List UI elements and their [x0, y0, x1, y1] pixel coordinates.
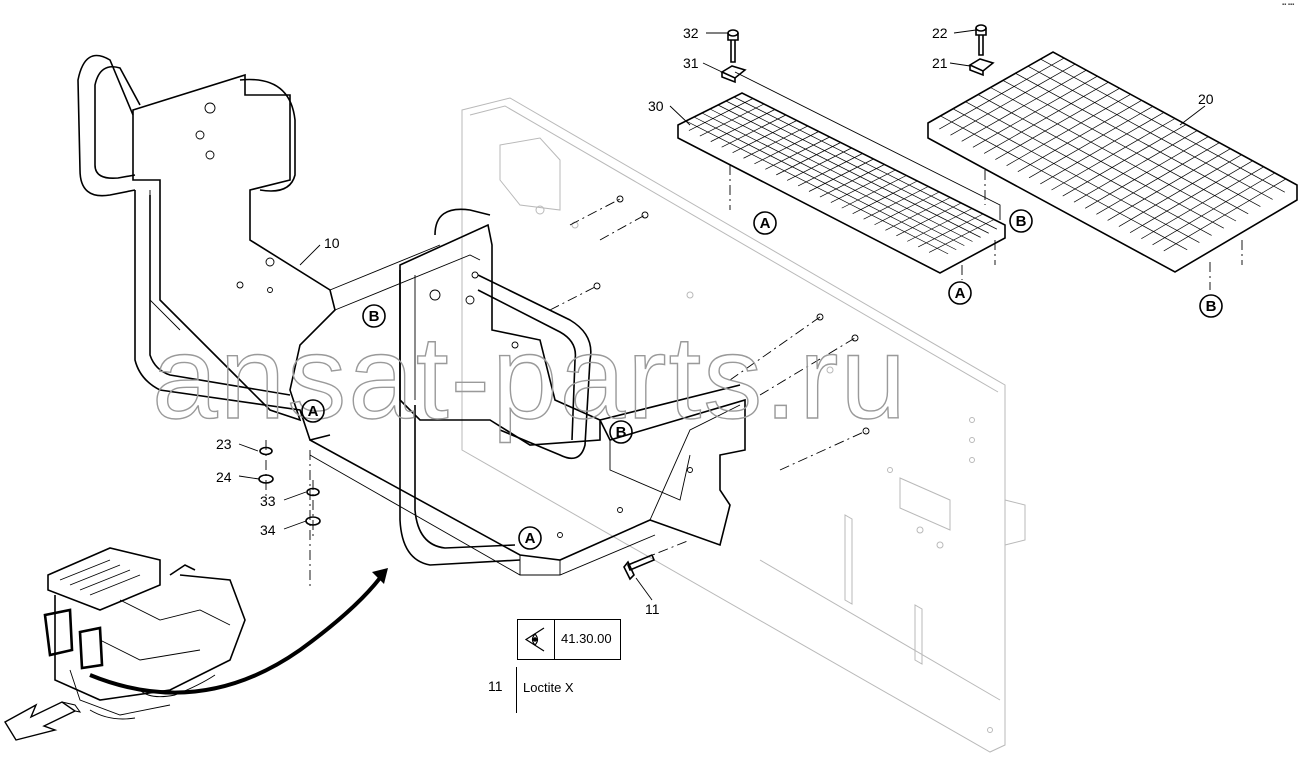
part-label-24: 24 [216, 469, 232, 485]
part-label-34: 34 [260, 522, 276, 538]
reference-markers: A A A A B B B B [301, 209, 1223, 550]
grating-20 [927, 51, 1298, 290]
eye-icon [518, 620, 555, 659]
svg-text:B: B [369, 308, 380, 325]
svg-text:A: A [525, 530, 536, 547]
part-label-21: 21 [932, 55, 948, 71]
center-frame [309, 384, 746, 590]
part-label-20: 20 [1198, 91, 1214, 107]
part-labels: 32 31 30 22 21 20 10 23 24 33 34 11 [216, 25, 1214, 617]
loctite-note: Loctite X [523, 680, 574, 695]
view-direction-arrow [4, 701, 82, 741]
marker-a-1: A [753, 211, 777, 235]
page-reference-box: 41.30.00 [517, 619, 621, 660]
left-bracket [77, 54, 481, 441]
marker-a-3: A [301, 399, 325, 423]
part-label-32: 32 [683, 25, 699, 41]
pointer-arrow [89, 568, 388, 695]
back-panel [461, 97, 1026, 753]
svg-text:A: A [760, 215, 771, 232]
watermark-text: ansat-parts.ru [152, 312, 908, 444]
marker-a-4: A [518, 526, 542, 550]
grating-30 [677, 71, 1006, 280]
marker-a-2: A [948, 281, 972, 305]
alignment-lines [265, 198, 867, 561]
leader-lines [238, 29, 1206, 601]
svg-text:B: B [1016, 213, 1027, 230]
corner-mark: ▪▪ ▪▪▪ [1282, 2, 1295, 8]
marker-b-3: B [362, 304, 386, 328]
loctite-divider [516, 667, 517, 713]
machine-thumbnail [43, 547, 246, 720]
part-label-30: 30 [648, 98, 664, 114]
marker-b-4: B [609, 420, 633, 444]
svg-text:B: B [1206, 298, 1217, 315]
bolts [258, 24, 995, 581]
part-label-23: 23 [216, 436, 232, 452]
marker-b-1: B [1009, 209, 1033, 233]
part-label-10: 10 [324, 235, 340, 251]
svg-text:A: A [955, 285, 966, 302]
loctite-part-number: 11 [488, 678, 503, 694]
part-label-33: 33 [260, 493, 276, 509]
part-label-11: 11 [645, 601, 660, 617]
marker-b-2: B [1199, 294, 1223, 318]
page-reference-text: 41.30.00 [561, 631, 612, 646]
center-bracket [399, 208, 601, 566]
svg-text:B: B [616, 424, 627, 441]
part-label-31: 31 [683, 55, 699, 71]
part-label-22: 22 [932, 25, 948, 41]
svg-text:A: A [308, 403, 319, 420]
